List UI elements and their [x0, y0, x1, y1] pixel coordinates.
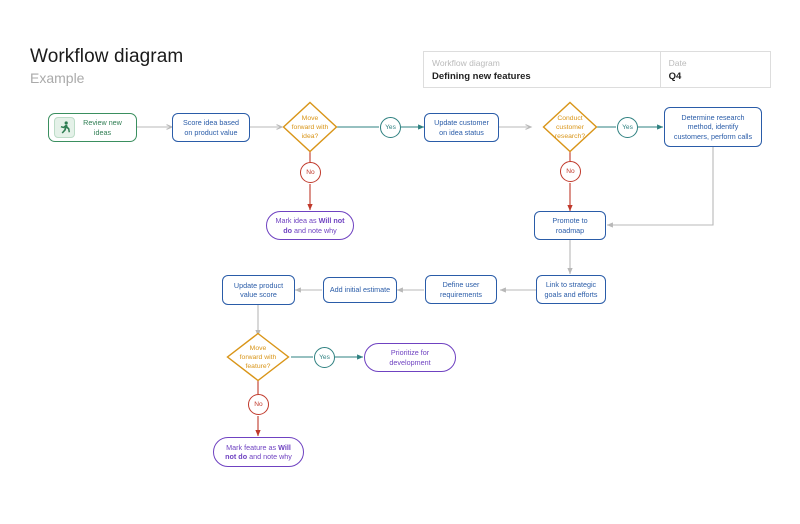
label-yes-feature: Yes [314, 347, 335, 368]
node-score-idea-label: Score idea based on product value [183, 118, 239, 137]
node-mark-feature-will-not-do[interactable]: Mark feature as Will not do and note why [213, 437, 304, 467]
node-define-user-requirements[interactable]: Define user requirements [425, 275, 497, 304]
node-mark-feature-will-not-do-label: Mark feature as Will not do and note why [225, 442, 292, 462]
page-title: Workflow diagram [30, 46, 184, 67]
label-no-research-text: No [566, 168, 575, 175]
node-update-product-value-score[interactable]: Update product value score [222, 275, 295, 305]
wire-research-to-promote [606, 147, 714, 228]
node-promote-to-roadmap[interactable]: Promote to roadmap [534, 211, 606, 240]
info-label-diagram: Workflow diagram [432, 58, 500, 68]
node-promote-to-roadmap-label: Promote to roadmap [552, 216, 588, 235]
node-add-initial-estimate-label: Add initial estimate [329, 285, 391, 295]
node-mark-idea-will-not-do-label: Mark idea as Will not do and note why [275, 216, 345, 235]
node-add-initial-estimate[interactable]: Add initial estimate [323, 277, 397, 303]
info-table: Workflow diagram Defining new features D… [423, 51, 771, 88]
label-yes-idea: Yes [380, 117, 401, 138]
node-score-idea[interactable]: Score idea based on product value [172, 113, 250, 142]
diamond-shape [226, 332, 290, 382]
node-update-customer[interactable]: Update customer on idea status [424, 113, 499, 142]
info-label-date: Date [668, 58, 687, 68]
node-determine-research-method[interactable]: Determine research method, identify cust… [664, 107, 762, 147]
label-yes-research-text: Yes [622, 124, 633, 131]
diamond-shape [542, 101, 598, 153]
node-update-product-value-score-label: Update product value score [233, 280, 284, 300]
node-decision-move-forward-feature-label: Move forward with feature? [239, 344, 277, 370]
label-no-feature: No [248, 394, 269, 415]
node-decision-move-forward-feature[interactable]: Move forward with feature? [226, 332, 290, 382]
node-determine-research-method-label: Determine research method, identify cust… [673, 112, 753, 141]
info-cell-diagram-name: Workflow diagram Defining new features [424, 52, 661, 87]
running-person-icon [54, 117, 75, 138]
label-no-research: No [560, 161, 581, 182]
node-decision-move-forward-idea-label: Move forward with idea? [291, 114, 329, 140]
node-define-user-requirements-label: Define user requirements [440, 280, 482, 299]
node-decision-conduct-research-label: Conduct customer research? [554, 114, 586, 140]
node-link-strategic-goals[interactable]: Link to strategic goals and efforts [536, 275, 606, 304]
info-value-diagram: Defining new features [432, 71, 531, 82]
node-decision-conduct-research[interactable]: Conduct customer research? [542, 101, 598, 153]
node-link-strategic-goals-label: Link to strategic goals and efforts [544, 280, 598, 299]
node-review-new-ideas-label: Review new ideas [83, 118, 122, 137]
info-cell-date: Date Q4 [661, 52, 770, 87]
node-update-customer-label: Update customer on idea status [434, 118, 489, 137]
label-yes-idea-text: Yes [385, 124, 396, 131]
label-yes-feature-text: Yes [319, 354, 330, 361]
label-no-feature-text: No [254, 401, 263, 408]
label-no-idea: No [300, 162, 321, 183]
node-review-new-ideas[interactable]: Review new ideas [48, 113, 137, 142]
diamond-shape [282, 101, 338, 153]
node-mark-idea-will-not-do[interactable]: Mark idea as Will not do and note why [266, 211, 354, 240]
label-yes-research: Yes [617, 117, 638, 138]
node-prioritize-for-development[interactable]: Prioritize for development [364, 343, 456, 372]
node-decision-move-forward-idea[interactable]: Move forward with idea? [282, 101, 338, 153]
label-no-idea-text: No [306, 169, 315, 176]
info-value-date: Q4 [668, 71, 682, 82]
page-subtitle: Example [30, 70, 85, 86]
node-prioritize-for-development-label: Prioritize for development [389, 348, 431, 367]
